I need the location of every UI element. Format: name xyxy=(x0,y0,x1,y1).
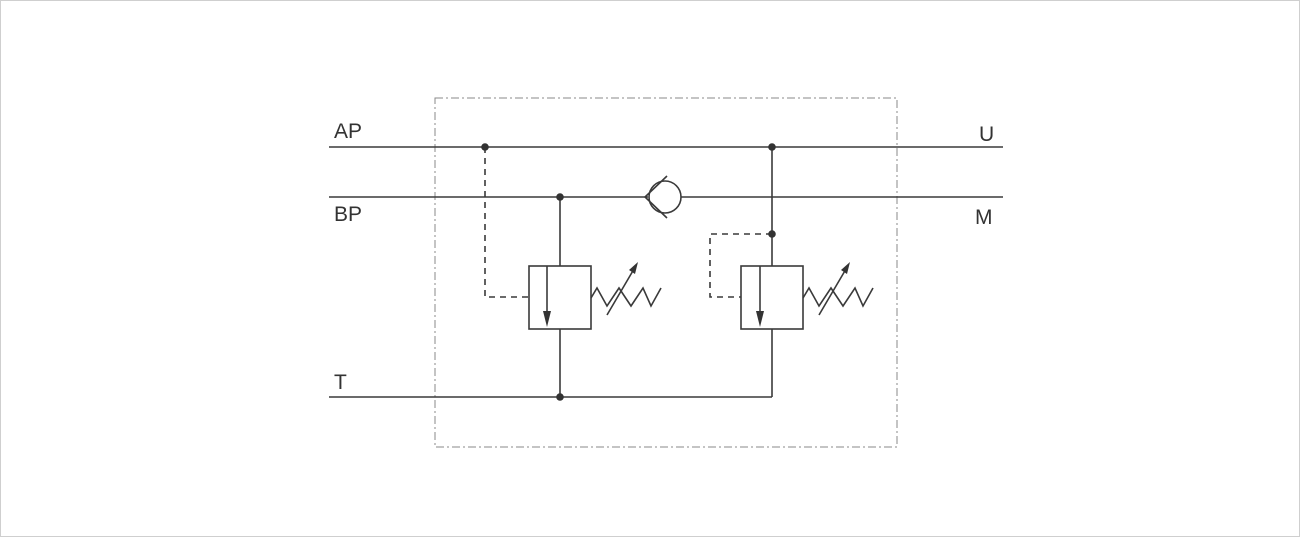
junction-dot xyxy=(556,193,564,201)
label-m: M xyxy=(975,206,993,229)
junction-dot xyxy=(768,143,776,151)
pilot-line-2 xyxy=(709,233,772,298)
pilot-line-1 xyxy=(484,147,529,298)
label-bp: BP xyxy=(334,203,362,226)
adjustable-arrow-icon xyxy=(606,268,635,316)
check-valve xyxy=(643,175,682,219)
label-u: U xyxy=(979,123,994,146)
spring-icon xyxy=(802,286,874,308)
label-t: T xyxy=(334,371,347,394)
adjustable-arrow-icon xyxy=(818,268,847,316)
label-ap: AP xyxy=(334,120,362,143)
junction-dot xyxy=(768,230,776,238)
junction-dot xyxy=(481,143,489,151)
pressure-relief-valve-2 xyxy=(709,147,874,397)
junction-dot xyxy=(556,393,564,401)
spring-icon xyxy=(590,286,662,308)
pressure-relief-valve-1 xyxy=(484,147,662,397)
manifold-boundary xyxy=(434,97,898,448)
